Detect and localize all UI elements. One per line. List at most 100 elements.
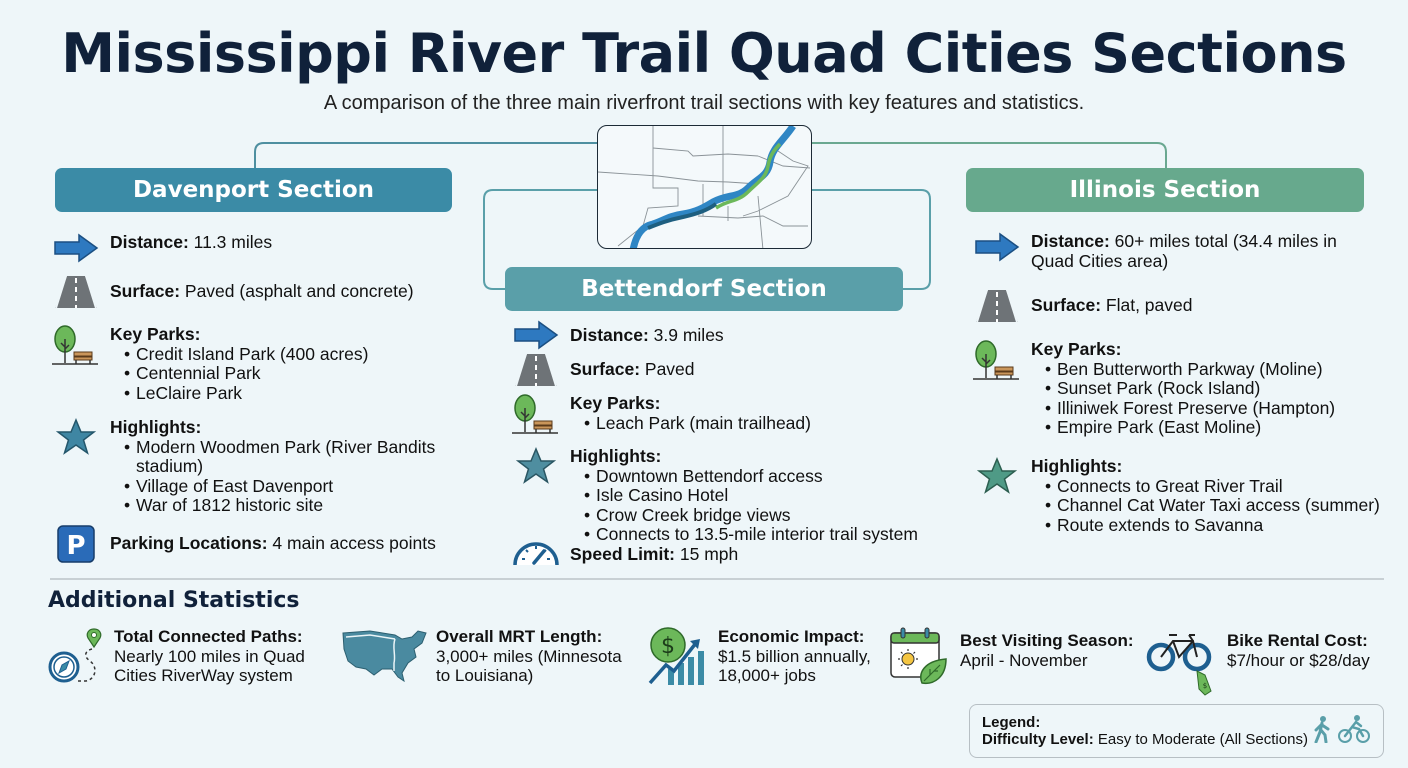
davenport-distance: Distance: 11.3 miles (52, 232, 273, 263)
parks-label: Key Parks: (570, 393, 661, 413)
cyclist-icon (1337, 715, 1371, 747)
highlight-item: Village of East Davenport (124, 476, 440, 497)
bettendorf-speed-limit: Speed Limit: 15 mph (512, 533, 738, 565)
davenport-parking: P Parking Locations: 4 main access point… (52, 525, 436, 563)
distance-label: Distance: (110, 232, 189, 252)
park-item: Empire Park (East Moline) (1045, 417, 1335, 438)
davenport-key-parks: Key Parks: Credit Island Park (400 acres… (52, 324, 368, 404)
distance-label: Distance: (570, 325, 649, 345)
speedometer-icon (512, 533, 560, 565)
star-icon (973, 457, 1021, 495)
highlight-item: Isle Casino Hotel (584, 485, 918, 506)
page-title: Mississippi River Trail Quad Cities Sect… (61, 22, 1347, 85)
road-icon (973, 290, 1021, 322)
bettendorf-section-header: Bettendorf Section (505, 267, 903, 311)
star-icon (52, 418, 100, 456)
road-icon (512, 354, 560, 386)
park-bench-tree-icon (512, 394, 560, 436)
difficulty-label: Difficulty Level: (982, 731, 1094, 748)
legend-title: Legend: (982, 714, 1041, 731)
stat-total-connected-paths: Total Connected Paths: Nearly 100 miles … (48, 627, 314, 692)
stat-value: $1.5 billion annually, 18,000+ jobs (718, 646, 871, 686)
davenport-highlights: Highlights: Modern Woodmen Park (River B… (52, 417, 440, 516)
distance-value: 3.9 miles (653, 325, 724, 345)
bettendorf-key-parks: Key Parks: Leach Park (main trailhead) (512, 393, 811, 436)
davenport-surface: Surface: Paved (asphalt and concrete) (52, 276, 414, 308)
highlights-label: Highlights: (1031, 456, 1123, 476)
road-icon (52, 276, 100, 308)
walker-icon (1313, 715, 1331, 747)
calendar-season-icon (888, 627, 956, 692)
parking-label: Parking Locations: (110, 533, 268, 553)
difficulty-value: Easy to Moderate (All Sections) (1097, 731, 1308, 748)
parks-label: Key Parks: (110, 324, 201, 344)
arrow-right-icon (512, 320, 560, 350)
illinois-key-parks: Key Parks: Ben Butterworth Parkway (Moli… (973, 339, 1335, 438)
stat-value: 3,000+ miles (Minnesota to Louisiana) (436, 646, 622, 686)
illinois-surface: Surface: Flat, paved (973, 290, 1192, 322)
stat-bike-rental-cost: $ Bike Rental Cost: $7/hour or $28/day (1145, 627, 1370, 708)
usa-map-icon (340, 627, 432, 687)
star-icon (512, 447, 560, 485)
stat-label: Bike Rental Cost: (1227, 631, 1368, 650)
highlight-item: Connects to Great River Trail (1045, 476, 1380, 497)
bettendorf-distance: Distance: 3.9 miles (512, 320, 724, 350)
highlights-label: Highlights: (110, 417, 202, 437)
svg-text:$: $ (1203, 682, 1207, 690)
park-item: Ben Butterworth Parkway (Moline) (1045, 359, 1335, 380)
highlight-item: Route extends to Savanna (1045, 515, 1380, 536)
highlight-item: Crow Creek bridge views (584, 505, 918, 526)
svg-text:P: P (66, 531, 85, 561)
stat-label: Economic Impact: (718, 627, 865, 646)
highlight-item: Modern Woodmen Park (River Bandits stadi… (124, 437, 440, 477)
surface-value: Flat, paved (1105, 295, 1193, 315)
parks-label: Key Parks: (1031, 339, 1122, 359)
parking-value: 4 main access points (272, 533, 436, 553)
stat-value: $7/hour or $28/day (1227, 650, 1370, 670)
park-item: LeClaire Park (124, 383, 368, 404)
arrow-right-icon (973, 232, 1021, 262)
park-item: Illiniwek Forest Preserve (Hampton) (1045, 398, 1335, 419)
park-item: Centennial Park (124, 363, 368, 384)
page-subtitle: A comparison of the three main riverfron… (323, 92, 1085, 114)
stat-value: Nearly 100 miles in Quad Cities RiverWay… (114, 646, 305, 686)
distance-value: 11.3 miles (193, 232, 273, 252)
distance-value: 60+ miles total (34.4 miles in Quad Citi… (1031, 231, 1337, 271)
stat-economic-impact: $ Economic Impact: $1.5 billion annually… (646, 627, 878, 692)
stat-label: Best Visiting Season: (960, 631, 1134, 650)
parking-icon: P (52, 525, 100, 563)
surface-value: Paved (644, 359, 695, 379)
economic-growth-icon: $ (646, 627, 714, 692)
surface-label: Surface: (110, 281, 181, 301)
section-connectors (254, 142, 1167, 290)
surface-label: Surface: (570, 359, 641, 379)
stat-label: Total Connected Paths: (114, 627, 303, 646)
river-map (597, 125, 812, 249)
surface-label: Surface: (1031, 295, 1102, 315)
park-bench-tree-icon (973, 340, 1021, 382)
highlight-item: Downtown Bettendorf access (584, 466, 918, 487)
compass-route-icon (48, 627, 110, 692)
stat-label: Overall MRT Length: (436, 627, 603, 646)
speed-value: 15 mph (679, 544, 739, 564)
stat-best-visiting-season: Best Visiting Season: April - November (888, 627, 1134, 692)
park-bench-tree-icon (52, 325, 100, 367)
illinois-section-header: Illinois Section (966, 168, 1364, 212)
section-divider (50, 578, 1384, 580)
bettendorf-highlights: Highlights: Downtown Bettendorf access I… (512, 446, 918, 545)
davenport-section-header: Davenport Section (55, 168, 452, 212)
surface-value: Paved (asphalt and concrete) (184, 281, 414, 301)
stat-overall-mrt-length: Overall MRT Length: 3,000+ miles (Minnes… (340, 627, 636, 687)
legend-box: Legend: Difficulty Level: Easy to Modera… (969, 704, 1384, 758)
arrow-right-icon (52, 233, 100, 263)
svg-text:$: $ (661, 634, 675, 659)
park-item: Credit Island Park (400 acres) (124, 344, 368, 365)
stat-value: April - November (960, 650, 1088, 670)
illinois-highlights: Highlights: Connects to Great River Trai… (973, 456, 1380, 536)
highlight-item: War of 1812 historic site (124, 495, 440, 516)
park-item: Sunset Park (Rock Island) (1045, 378, 1335, 399)
stats-title: Additional Statistics (48, 588, 300, 613)
speed-label: Speed Limit: (570, 544, 676, 564)
distance-label: Distance: (1031, 231, 1110, 251)
highlights-label: Highlights: (570, 446, 662, 466)
